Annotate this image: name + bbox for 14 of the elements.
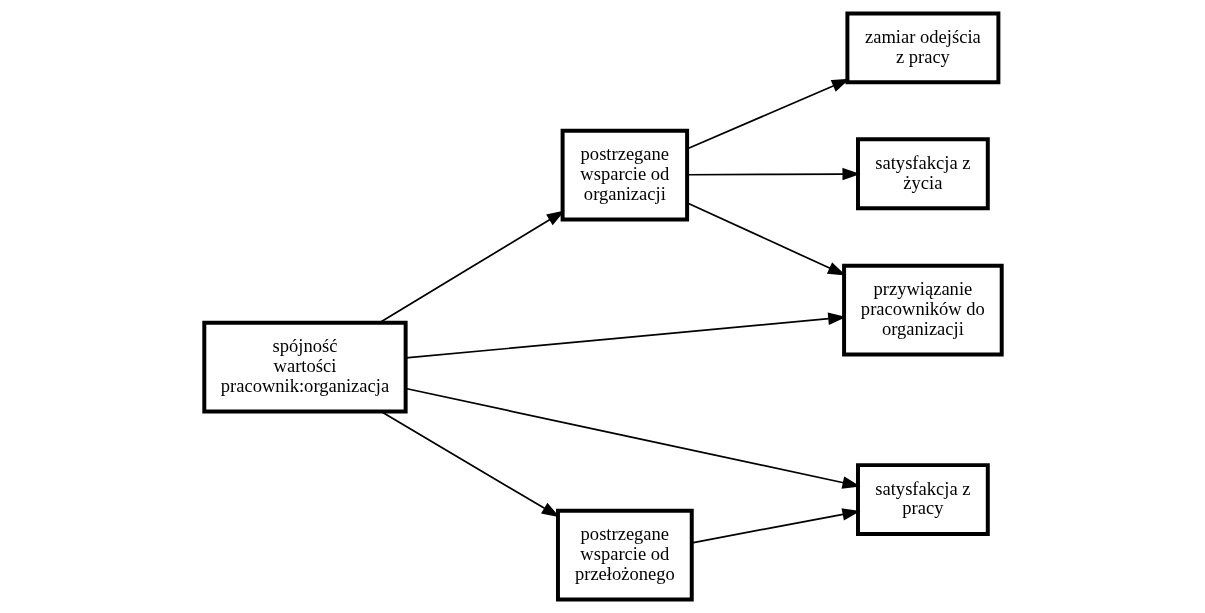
node-box: satysfakcja z życia bbox=[855, 137, 990, 211]
arrow bbox=[690, 508, 860, 544]
node-box: postrzegane wsparcie od organizacji bbox=[560, 128, 689, 222]
arrow bbox=[686, 78, 850, 150]
arrow bbox=[686, 167, 860, 181]
arrow bbox=[404, 312, 846, 359]
node-box: zamiar odejścia z pracy bbox=[844, 11, 1000, 85]
arrow bbox=[378, 210, 565, 324]
node-box: przywiązanie pracowników do organizacji bbox=[841, 263, 1004, 357]
arrow bbox=[686, 202, 846, 276]
node-box: spójność wartości pracownik:organizacja bbox=[201, 320, 408, 414]
node-box: satysfakcja z pracy bbox=[855, 463, 990, 536]
arrow bbox=[404, 387, 860, 489]
node-box: postrzegane wsparcie od przełożonego bbox=[555, 508, 694, 602]
